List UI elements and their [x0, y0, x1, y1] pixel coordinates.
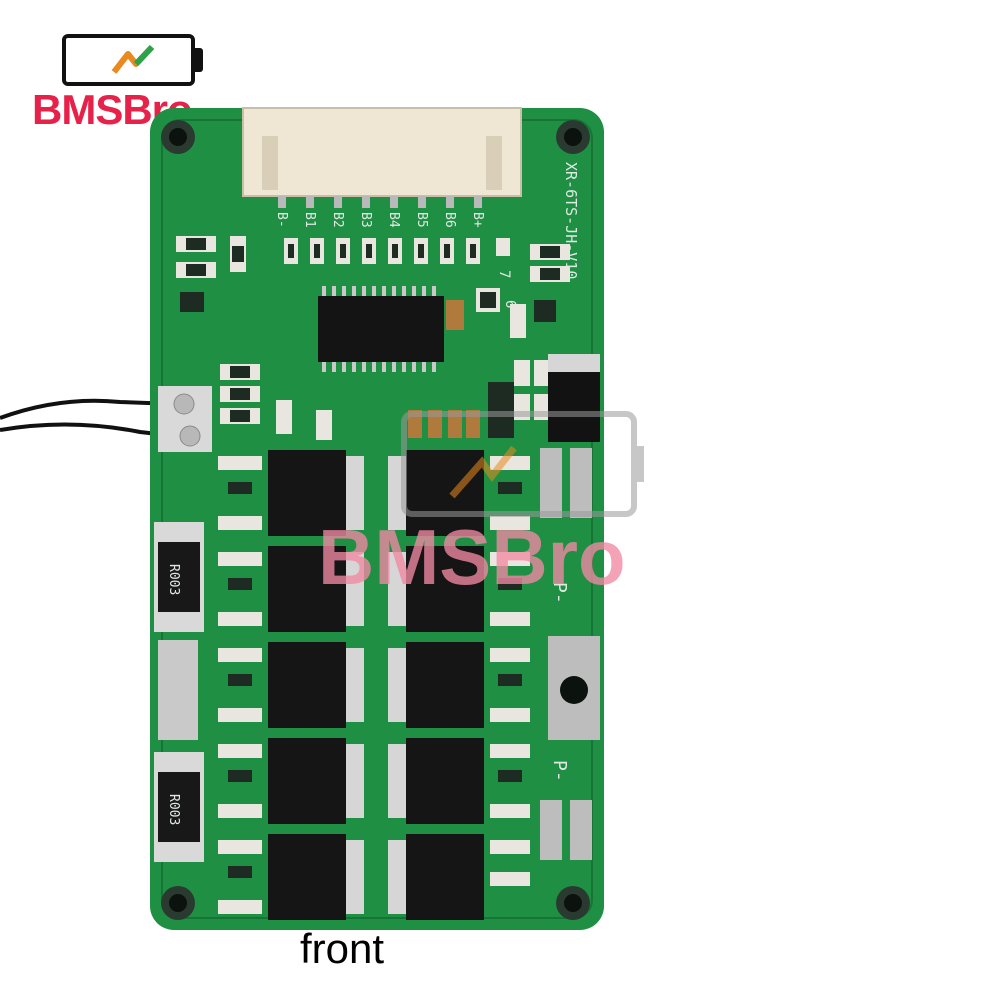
solder-blob [158, 640, 198, 740]
mosfet-row [268, 546, 484, 632]
tab-label: B- [274, 212, 289, 228]
mounting-holes [161, 120, 590, 920]
resistor-label: R003 [166, 564, 181, 595]
mosfet-row [268, 642, 484, 728]
watermark [401, 411, 644, 517]
pad-label: P- [549, 582, 570, 604]
tab-label: B+ [470, 212, 485, 228]
mosfet-row [268, 738, 484, 824]
protection-ic [318, 286, 444, 372]
balance-connector [242, 107, 522, 208]
voltage-regulator [548, 354, 600, 442]
tab-label: B4 [386, 212, 401, 228]
balance-tab-labels: B- B1 B2 B3 B4 B5 B6 B+ [274, 212, 485, 228]
mosfet-row [268, 834, 484, 920]
logo-battery-icon [62, 34, 195, 86]
resistor-label: R003 [166, 794, 181, 825]
pcb-board [150, 108, 604, 930]
wire-solder-pads [158, 386, 212, 452]
tab-label: B1 [302, 212, 317, 228]
shunt-resistor: R003 [154, 752, 204, 862]
wire-lower [0, 422, 186, 439]
watermark-text: BMSBro [318, 513, 626, 601]
board-model-label: XR-6TS-JH-V10 [562, 162, 580, 279]
wire-upper [0, 398, 176, 420]
tab-label: B3 [358, 212, 373, 228]
tab-label: B6 [442, 212, 457, 228]
side-number: 7 [496, 270, 512, 278]
mosfet-array [268, 450, 484, 920]
pad-label: P- [549, 760, 570, 782]
tab-label: B5 [414, 212, 429, 228]
shunt-resistor: R003 [154, 522, 204, 632]
bolt-icon [111, 44, 155, 74]
mosfet-row [268, 450, 484, 536]
logo-battery-terminal [195, 48, 203, 72]
p-minus-pads [540, 448, 600, 860]
tab-label: B2 [330, 212, 345, 228]
photo-caption: front [300, 925, 385, 972]
